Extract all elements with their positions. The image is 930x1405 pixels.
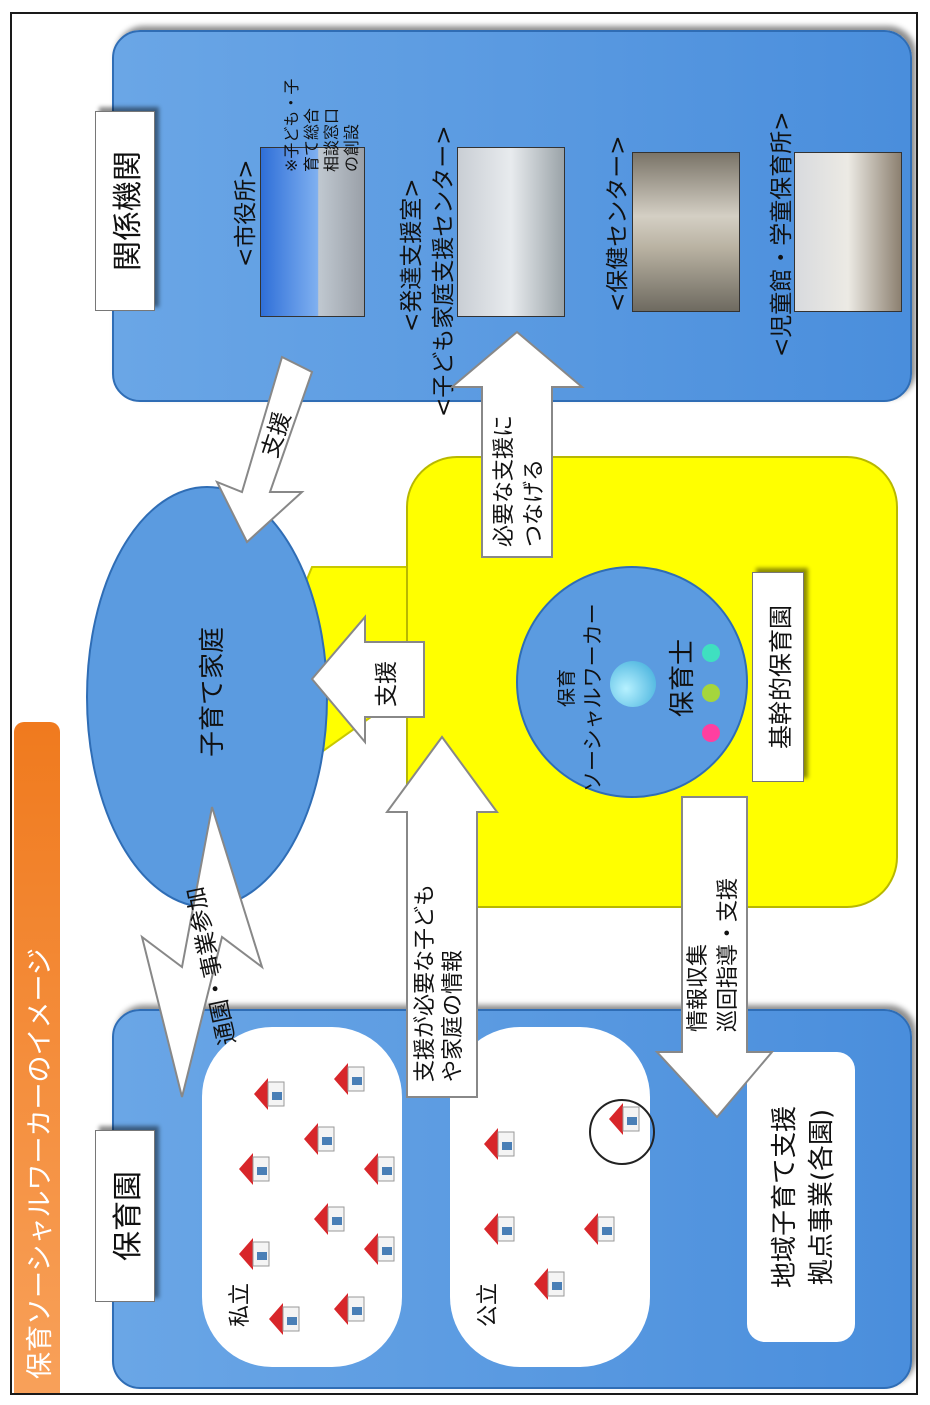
info-arrow-label: 支援が必要な子ども や家庭の情報 bbox=[413, 883, 466, 1082]
cyan-person-icon bbox=[702, 644, 720, 662]
nursery-house-icon bbox=[267, 1301, 301, 1337]
nursery-house-icon bbox=[302, 1121, 336, 1157]
nursery-house-icon bbox=[362, 1231, 396, 1267]
pink-person-icon bbox=[702, 724, 720, 742]
green-person-icon bbox=[702, 684, 720, 702]
nursery-house-icon bbox=[362, 1151, 396, 1187]
diagram-canvas: 保育ソーシャルワーカーのイメージ 保育園 私立 公立 地域子育て支援 拠点事業(… bbox=[12, 14, 916, 1393]
connect-arrow-label: 必要な支援に つなげる bbox=[492, 414, 547, 547]
enroll-arrow bbox=[140, 806, 264, 1098]
nursery-house-icon bbox=[607, 1101, 641, 1137]
nursery-house-icon bbox=[482, 1211, 516, 1247]
nursery-house-icon bbox=[237, 1151, 271, 1187]
family-label: 子育て家庭 bbox=[198, 626, 228, 757]
support-to-family-label: 支援 bbox=[374, 661, 400, 707]
arrows-layer bbox=[140, 330, 775, 1119]
connect-arrow bbox=[449, 330, 585, 558]
collect-arrow-label: 情報収集 巡回指導・支援 bbox=[686, 877, 741, 1032]
support-from-agency-arrow bbox=[214, 355, 314, 544]
nursery-teacher-label: 保育士 bbox=[668, 638, 698, 717]
nursery-house-icon bbox=[237, 1236, 271, 1272]
nursery-house-icon bbox=[312, 1201, 346, 1237]
nursery-house-icon bbox=[482, 1126, 516, 1162]
base-nursery-label: 基幹的保育園 bbox=[752, 572, 804, 782]
info-arrow bbox=[385, 735, 499, 1098]
circle-line2: ソーシャルワーカー bbox=[581, 603, 605, 792]
collect-arrow bbox=[654, 796, 775, 1119]
support-to-family-arrow bbox=[310, 614, 425, 745]
nursery-house-icon bbox=[582, 1211, 616, 1247]
diagram-frame: 保育ソーシャルワーカーのイメージ 保育園 私立 公立 地域子育て支援 拠点事業(… bbox=[10, 12, 918, 1395]
nursery-house-icon bbox=[332, 1291, 366, 1327]
social-worker-icon bbox=[610, 661, 656, 707]
nursery-house-icon bbox=[332, 1061, 366, 1097]
nursery-house-icon bbox=[252, 1076, 286, 1112]
nursery-house-icon bbox=[532, 1266, 566, 1302]
highlighted-nursery-ring bbox=[589, 1099, 655, 1165]
circle-line1: 保育 bbox=[556, 668, 578, 707]
